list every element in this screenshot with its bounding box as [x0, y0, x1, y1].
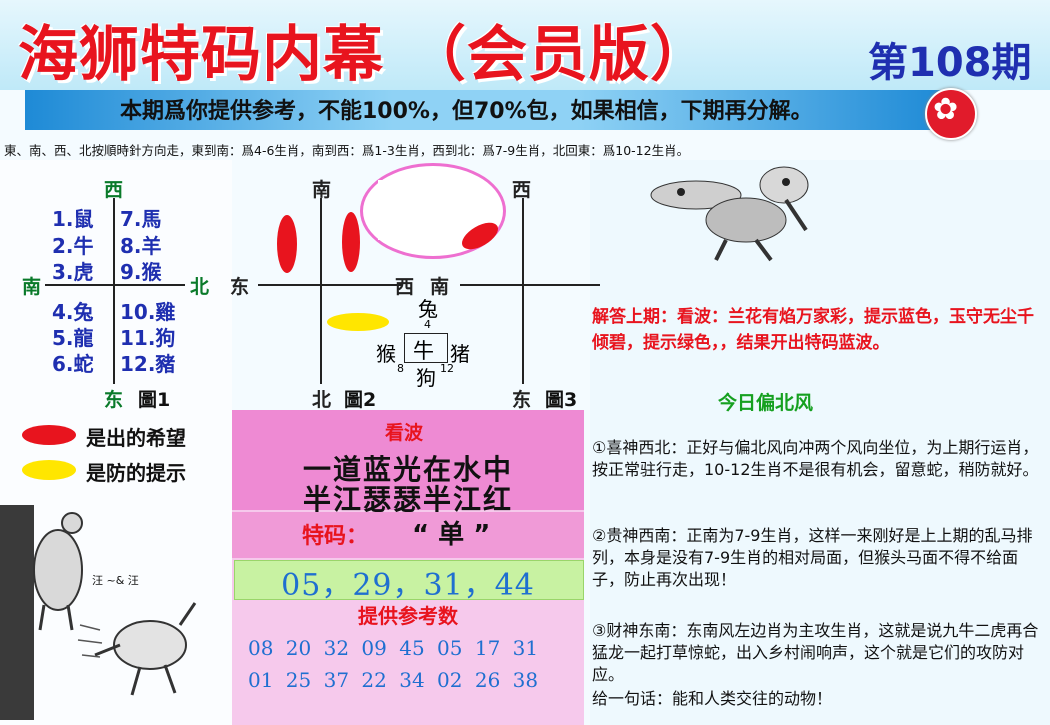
d3-east: 东: [512, 389, 532, 411]
kanbo-title: 看波: [385, 422, 424, 444]
zodiac-item: 9.猴: [120, 260, 162, 284]
zodiac-item: 5.龍: [52, 326, 94, 350]
right-background: [590, 160, 1050, 725]
d3-top-num: 4: [424, 318, 431, 331]
dancing-dogs-icon: [650, 166, 809, 262]
legend-yellow-swatch: [22, 460, 76, 480]
zodiac-item: 6.蛇: [52, 352, 94, 376]
d1-vertical-line: [113, 198, 115, 384]
banner-text: 本期爲你提供参考，不能100%，但70%包，如果相信，下期再分解。: [120, 99, 813, 124]
bauhinia-flag-icon: ✿: [925, 88, 977, 140]
paragraph-4: 给一句话：能和人类交往的动物！: [592, 689, 833, 708]
d3-bottom: 狗: [416, 366, 436, 390]
d3-west: 西: [512, 179, 532, 201]
legend-red-text: 是出的希望: [86, 426, 186, 450]
zodiac-item: 8.羊: [120, 234, 162, 258]
d3-top: 兔: [418, 297, 438, 321]
paragraph-3: ③财神东南：东南风左边肖为主攻生肖，这就是说九牛二虎再合猛龙一起打草惊蛇，出入乡…: [592, 621, 1039, 684]
d2-caption: 圖2: [344, 389, 377, 411]
tema-bar: [232, 512, 584, 558]
d2-west: 西: [395, 276, 415, 298]
hidden-zone-fill: [378, 180, 464, 240]
verse-line-2: 半江瑟瑟半江红: [302, 483, 513, 516]
paragraph-2: ②贵神西南：正南为7-9生肖，这样一来刚好是上上期的乱马排列，本身是没有7-9生…: [592, 526, 1033, 589]
red-marker: [342, 212, 360, 272]
numbers-bar: [234, 560, 584, 600]
d3-left-num: 8: [397, 362, 404, 375]
header-background: [0, 0, 1050, 90]
d3-center: 牛: [413, 339, 434, 363]
zodiac-item: 11.狗: [120, 326, 176, 350]
zodiac-item: 1.鼠: [52, 207, 94, 231]
d3-south: 南: [430, 276, 450, 298]
d3-left: 猴: [376, 342, 396, 366]
zodiac-item: 2.牛: [52, 234, 94, 258]
tree-dog-cartoon-icon: [0, 505, 197, 720]
reference-row-1: 08 20 32 09 45 05 17 31: [248, 636, 539, 660]
d2-horizontal-line: [258, 284, 403, 286]
last-answer: 解答上期：看波：兰花有焰万家彩，提示蓝色，玉守无尘千倾碧，提示绿色，，结果开出特…: [592, 307, 1034, 353]
zodiac-item: 4.兔: [52, 300, 94, 324]
d2-vertical-line: [320, 198, 322, 384]
zodiac-item: 3.虎: [52, 260, 94, 284]
d3-right-num: 12: [440, 362, 454, 375]
page-title: 海狮特码内幕 （会员版）: [18, 20, 711, 90]
d3-horizontal-line: [460, 284, 600, 286]
direction-rule: 東、南、西、北按順時針方向走，東到南：爲4-6生肖，南到西：爲1-3生肖，西到北…: [4, 143, 690, 158]
banner-bar: [25, 90, 945, 130]
d3-center-box: [404, 333, 448, 363]
zodiac-item: 10.雞: [120, 300, 176, 324]
d2-north: 北: [312, 389, 332, 411]
wind-title: 今日偏北风: [718, 392, 814, 414]
paragraph-1: ①喜神西北：正好与偏北风向冲两个风向坐位，为上期行运肖，按正常驻行走，10-12…: [592, 438, 1039, 479]
d2-south: 南: [312, 179, 332, 201]
yellow-marker: [327, 313, 389, 331]
d1-east: 东: [104, 389, 124, 411]
verse-line-1: 一道蓝光在水中: [302, 453, 513, 486]
d1-horizontal-line: [45, 284, 185, 286]
cartoon-caption: 汪 ~& 汪: [92, 574, 139, 587]
legend-red-swatch: [22, 425, 76, 445]
red-marker: [277, 215, 297, 273]
d3-caption: 圖3: [545, 389, 578, 411]
d1-south: 南: [22, 276, 42, 298]
reference-title: 提供参考数: [358, 604, 458, 628]
d3-right: 猪: [450, 342, 470, 366]
d3-vertical-line: [522, 198, 524, 384]
issue-number: 第108期: [868, 40, 1032, 86]
main-numbers: 05，29，31，44: [281, 568, 535, 603]
legend-yellow-text: 是防的提示: [86, 461, 186, 485]
zodiac-item: 12.豬: [120, 352, 176, 376]
tema-value: “ 单 ”: [412, 520, 491, 550]
reference-row-2: 01 25 37 22 34 02 26 38: [248, 668, 539, 692]
verse-block: [232, 410, 584, 510]
d1-caption: 圖1: [138, 389, 171, 411]
d1-north: 北: [190, 276, 210, 298]
d2-east: 东: [230, 276, 250, 298]
zodiac-item: 7.馬: [120, 207, 162, 231]
d1-west: 西: [104, 179, 124, 201]
tema-label: 特码：: [302, 524, 369, 549]
